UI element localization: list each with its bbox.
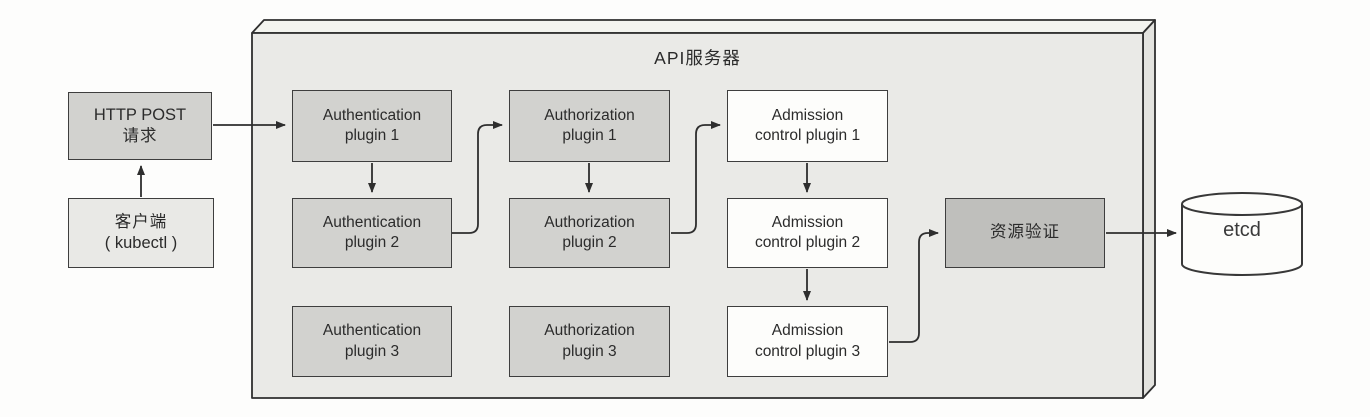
authentication-plugin-1-line1: Authentication (322, 106, 422, 124)
resource-validation-box: 资源验证 (945, 198, 1105, 268)
etcd-label: etcd (1223, 219, 1261, 241)
admission-control-plugin-3-line2: control plugin 3 (754, 342, 861, 360)
admission-control-plugin-3-box: Admission control plugin 3 (727, 306, 888, 377)
admission-control-plugin-2-line2: control plugin 2 (754, 234, 861, 251)
authorization-plugin-3-box: Authorization plugin 3 (509, 306, 670, 377)
authorization-plugin-3-line1: Authorization (544, 322, 635, 340)
authorization-plugin-3-line2: plugin 3 (562, 342, 617, 360)
authentication-plugin-2-box: Authentication plugin 2 (292, 198, 452, 268)
etcd-cylinder (1181, 192, 1303, 276)
admission-control-plugin-2-line1: Admission (771, 213, 844, 231)
admission-control-plugin-1-line2: control plugin 1 (754, 127, 861, 144)
client-kubectl-box: 客户端 ( kubectl ) (68, 198, 214, 268)
container-top-face (251, 19, 1156, 34)
http-post-request-box: HTTP POST 请求 (68, 92, 212, 160)
authorization-plugin-2-line2: plugin 2 (562, 234, 617, 251)
authentication-plugin-3-line1: Authentication (322, 322, 422, 340)
authentication-plugin-1-box: Authentication plugin 1 (292, 90, 452, 162)
http-post-line1: HTTP POST (93, 105, 187, 124)
authorization-plugin-1-line2: plugin 1 (562, 127, 617, 144)
resource-validation-label: 资源验证 (990, 223, 1060, 242)
admission-control-plugin-1-box: Admission control plugin 1 (727, 90, 888, 162)
client-line2: ( kubectl ) (104, 234, 178, 252)
arrow-authorization-2-to-admission-1 (671, 121, 721, 234)
authorization-plugin-2-line1: Authorization (544, 213, 635, 231)
etcd-cylinder-top (1181, 192, 1303, 216)
admission-control-plugin-2-box: Admission control plugin 2 (727, 198, 888, 268)
api-server-title: API服务器 (654, 48, 741, 68)
etcd-cylinder-body (1181, 204, 1303, 276)
arrow-admission-3-to-resource-validation (889, 229, 939, 343)
admission-control-plugin-1-line1: Admission (771, 106, 844, 124)
authorization-plugin-2-box: Authorization plugin 2 (509, 198, 670, 268)
authentication-plugin-2-line2: plugin 2 (344, 234, 400, 251)
authentication-plugin-2-line1: Authentication (322, 213, 422, 231)
authorization-plugin-1-box: Authorization plugin 1 (509, 90, 670, 162)
authentication-plugin-3-box: Authentication plugin 3 (292, 306, 452, 377)
client-line1: 客户端 (114, 212, 168, 231)
admission-control-plugin-3-line1: Admission (771, 322, 844, 340)
arrow-authentication-2-to-authorization-1 (452, 121, 503, 234)
http-post-line2: 请求 (122, 127, 158, 145)
container-side-face (1142, 19, 1156, 399)
authentication-plugin-3-line2: plugin 3 (344, 342, 400, 360)
authentication-plugin-1-line2: plugin 1 (344, 127, 400, 144)
flow-arrows (137, 121, 1177, 343)
authorization-plugin-1-line1: Authorization (544, 106, 635, 124)
